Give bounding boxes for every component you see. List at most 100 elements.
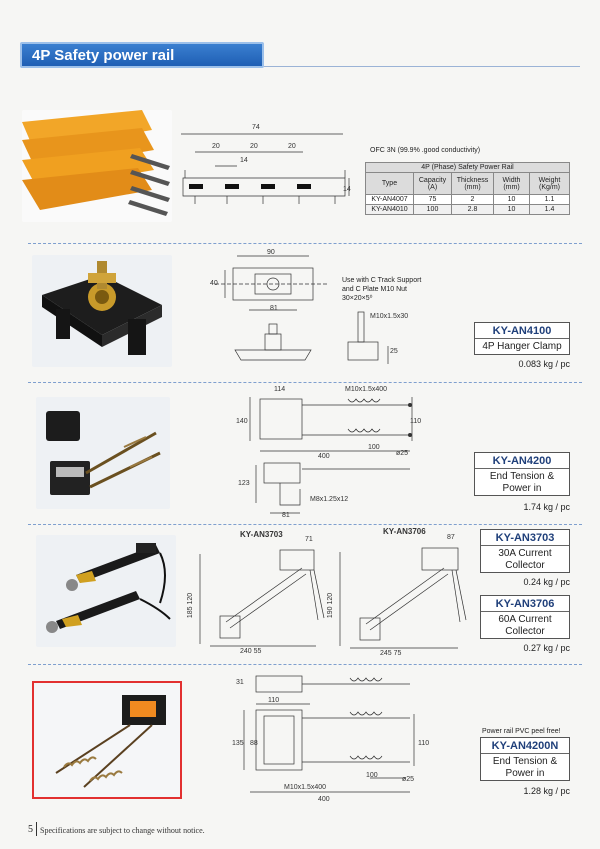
model-card-ky-an3706: KY-AN3706 60A Current Collector xyxy=(480,595,570,639)
model-code: KY-AN4200N xyxy=(481,738,569,754)
dim-total: 74 xyxy=(252,124,260,131)
dim-length: 400 xyxy=(318,453,330,460)
footer-divider xyxy=(36,822,37,836)
hanger-clamp-drawing xyxy=(215,255,329,361)
note-line: and C Plate M10 Nut xyxy=(342,286,407,293)
hanger-clamp-photo xyxy=(32,255,172,367)
section-divider xyxy=(28,243,582,244)
desc-line: Power in xyxy=(505,768,545,779)
dim-gap: 14 xyxy=(240,157,248,164)
dim-height-3703: 185 120 xyxy=(187,592,195,619)
drawing-label-ky-an3706: KY-AN3706 xyxy=(383,527,426,536)
rod-size: M10x1.5x400 xyxy=(284,784,327,791)
table-row: KY-AN4007 75 2 10 1.1 xyxy=(365,194,570,205)
end-tension-n-photo xyxy=(34,683,180,797)
dim-spring: 100 xyxy=(368,444,380,451)
section-title-bar: 4P Safety power rail xyxy=(20,42,264,68)
mounting-note: Use with C Track Support and C Plate M10… xyxy=(342,276,421,303)
desc-line: End Tension & xyxy=(492,756,558,767)
dim-base: 123 xyxy=(238,480,250,487)
model-description: 30A Current Collector xyxy=(481,546,569,574)
cell-type: KY-AN4010 xyxy=(365,204,414,215)
model-weight: 1.74 kg / pc xyxy=(523,502,570,512)
cell-weight: 1.1 xyxy=(529,194,570,205)
selection-highlight-frame xyxy=(32,681,182,799)
model-code: KY-AN4200 xyxy=(475,453,569,469)
dim-top: 71 xyxy=(305,536,313,543)
dim-pitch-1: 20 xyxy=(212,143,220,150)
end-tension-drawing xyxy=(249,397,413,514)
collector-3706-drawing xyxy=(339,547,467,649)
dim-width: 81 xyxy=(282,512,290,519)
bolt-size: M10x1.5x30 xyxy=(370,313,409,320)
dim-height-3: 110 xyxy=(418,740,430,747)
section-divider xyxy=(28,524,582,525)
model-description: 4P Hanger Clamp xyxy=(482,341,562,352)
section-divider xyxy=(28,382,582,383)
page-title: 4P Safety power rail xyxy=(32,47,175,64)
desc-line: Collector xyxy=(505,560,545,571)
desc-line: 30A Current xyxy=(498,548,552,559)
dim-height-3706: 190 120 xyxy=(327,592,335,619)
note-line: Use with C Track Support xyxy=(342,277,422,284)
model-weight: 0.27 kg / pc xyxy=(523,643,570,653)
cell-width: 10 xyxy=(493,204,530,215)
model-card-ky-an4200n: KY-AN4200N End Tension & Power in xyxy=(480,737,570,781)
model-description: End Tension & Power in xyxy=(475,469,569,497)
cell-weight: 1.4 xyxy=(529,204,570,215)
collector-3703-drawing xyxy=(199,549,325,647)
dim-body: 114 xyxy=(274,386,286,393)
cell-type: KY-AN4007 xyxy=(365,194,414,205)
model-code: KY-AN3706 xyxy=(481,596,569,612)
dim-diameter: ø25 xyxy=(396,450,409,457)
model-card-ky-an3703: KY-AN3703 30A Current Collector xyxy=(480,529,570,573)
col-weight: Weight (Kg/m) xyxy=(529,172,570,195)
model-description: 60A Current Collector xyxy=(481,612,569,640)
dim-bolt-height: 25 xyxy=(390,348,398,355)
material-note: OFC 3N (99.9% .good conductivity) xyxy=(370,147,481,154)
model-description: End Tension & Power in xyxy=(481,754,569,782)
model-code: KY-AN4100 xyxy=(475,323,569,339)
model-weight: 1.28 kg / pc xyxy=(523,786,570,796)
table-caption: 4P (Phase) Safety Power Rail xyxy=(365,162,570,173)
end-tension-n-drawing xyxy=(243,675,415,793)
note-line: 30×20×5⁰ xyxy=(342,295,373,302)
cell-thickness: 2.8 xyxy=(451,204,494,215)
model-weight: 0.24 kg / pc xyxy=(523,577,570,587)
col-thickness: Thickness (mm) xyxy=(451,172,494,195)
dim-pitch-2: 20 xyxy=(250,143,258,150)
rail-spec-table: 4P (Phase) Safety Power Rail Type Capaci… xyxy=(365,162,570,215)
desc-line: End Tension & xyxy=(489,471,555,482)
cell-width: 10 xyxy=(493,194,530,205)
dim-width-3703: 240 55 xyxy=(240,648,262,655)
table-row: KY-AN4010 100 2.8 10 1.4 xyxy=(365,204,570,215)
current-collector-photo xyxy=(36,535,176,647)
dim-height-2: 110 xyxy=(410,418,422,425)
dim-height-1: 140 xyxy=(236,418,248,425)
cell-capacity: 75 xyxy=(413,194,452,205)
title-underline xyxy=(264,66,580,67)
col-capacity: Capacity (A) xyxy=(413,172,452,195)
col-type: Type xyxy=(365,172,414,195)
dim-height: 40 xyxy=(210,280,218,287)
footer-disclaimer: Specifications are subject to change wit… xyxy=(40,826,205,835)
drawing-label-ky-an3703: KY-AN3703 xyxy=(240,530,283,539)
bolt-size: M8x1.25x12 xyxy=(310,496,349,503)
dim-base: 81 xyxy=(270,305,278,312)
model-card-ky-an4200: KY-AN4200 End Tension & Power in xyxy=(474,452,570,496)
cell-capacity: 100 xyxy=(413,204,452,215)
desc-line: Power in xyxy=(502,483,542,494)
dim-spring: 100 xyxy=(366,772,378,779)
desc-line: Collector xyxy=(505,626,545,637)
dim-height-1: 135 xyxy=(232,740,244,747)
power-rail-photo xyxy=(22,110,172,222)
dim-top: 87 xyxy=(447,534,455,541)
model-code: KY-AN3703 xyxy=(481,530,569,546)
section-divider xyxy=(28,664,582,665)
cell-thickness: 2 xyxy=(451,194,494,205)
dim-width-3706: 245 75 xyxy=(380,650,402,657)
bolt-nut-drawing xyxy=(347,311,389,364)
rod-size: M10x1.5x400 xyxy=(345,386,388,393)
rail-section-drawing xyxy=(181,133,350,204)
